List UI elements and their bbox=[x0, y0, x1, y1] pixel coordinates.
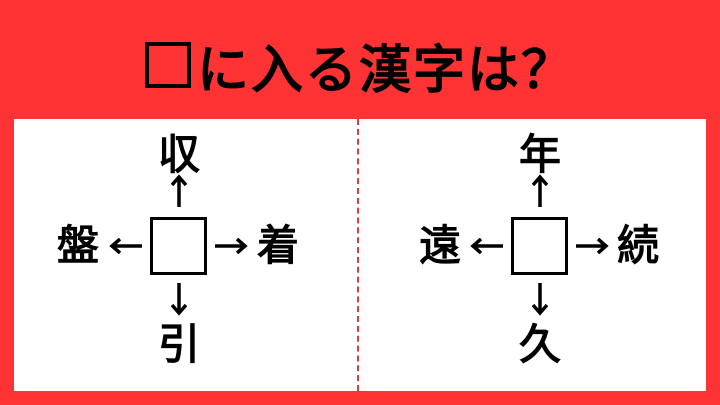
arrow-right-icon bbox=[215, 238, 248, 254]
arrow-up-icon bbox=[532, 174, 548, 207]
right-kanji: 続 bbox=[616, 221, 659, 270]
bottom-kanji: 久 bbox=[518, 320, 561, 369]
bottom-kanji: 引 bbox=[157, 320, 200, 369]
arrow-left-icon bbox=[470, 238, 503, 254]
arrow-right-icon bbox=[576, 238, 609, 254]
right-kanji: 着 bbox=[256, 221, 299, 270]
puzzle-2: 年 遠 続 久 bbox=[375, 119, 719, 391]
arrow-down-icon bbox=[532, 283, 548, 316]
arrow-left-icon bbox=[109, 238, 142, 254]
arrow-down-icon bbox=[171, 283, 187, 316]
page-title: に入る漢字は？ bbox=[0, 26, 720, 104]
top-kanji: 年 bbox=[518, 130, 561, 179]
title-text: に入る漢字は？ bbox=[196, 40, 575, 101]
left-kanji: 盤 bbox=[56, 221, 99, 270]
placeholder-box-icon bbox=[144, 42, 191, 88]
answer-box bbox=[511, 217, 568, 275]
top-kanji: 収 bbox=[157, 130, 200, 179]
left-kanji: 遠 bbox=[418, 221, 461, 270]
puzzle-panel: 収 盤 着 引 年 遠 bbox=[14, 119, 706, 391]
answer-box bbox=[150, 217, 207, 275]
dashed-divider bbox=[357, 119, 359, 391]
puzzle-1: 収 盤 着 引 bbox=[14, 119, 358, 391]
arrow-up-icon bbox=[171, 174, 187, 207]
